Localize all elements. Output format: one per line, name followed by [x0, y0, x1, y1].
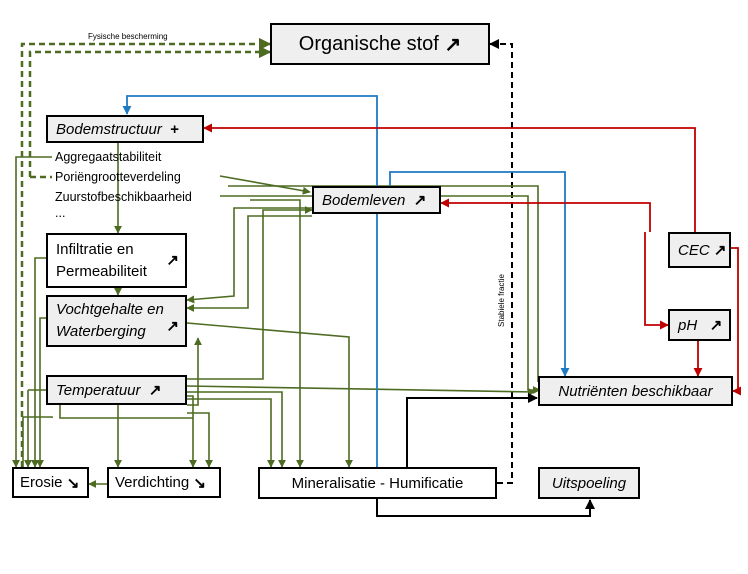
structure-prop-1: Aggregaatstabiliteit: [55, 150, 162, 164]
node-uitspoeling: Uitspoeling: [538, 467, 640, 499]
node-bodemleven-label: Bodemleven: [322, 191, 406, 209]
node-bodemleven: Bodemleven ↗: [312, 186, 441, 214]
node-bodemstructuur-label: Bodemstructuur: [56, 120, 162, 138]
node-organische-stof-label: Organische stof: [298, 32, 439, 55]
node-erosie: Erosie ↘: [12, 467, 89, 498]
node-organische-stof: Organische stof ↗: [270, 23, 490, 65]
edges-green: [12, 143, 541, 488]
node-vochtgehalte-line1: Vochtgehalte en: [56, 301, 164, 318]
node-nutrienten: Nutriënten beschikbaar: [538, 376, 733, 406]
node-nutrienten-label: Nutriënten beschikbaar: [558, 382, 713, 400]
node-mineralisatie-label: Mineralisatie - Humificatie: [291, 474, 464, 492]
node-infiltratie-line2: Permeabiliteit: [56, 262, 147, 280]
decrease-arrow-icon: ↘: [193, 474, 206, 492]
node-mineralisatie: Mineralisatie - Humificatie: [258, 467, 497, 499]
node-verdichting-label: Verdichting: [115, 474, 190, 491]
edges-black: [376, 393, 595, 517]
edges-blue: [122, 95, 570, 467]
plus-icon: +: [170, 120, 179, 138]
node-vochtgehalte-text: Vochtgehalte en Waterberging: [56, 299, 164, 343]
structure-prop-2: Poriëngrootteverdeling: [55, 170, 181, 184]
structure-prop-4: ...: [55, 206, 66, 220]
node-cec-label: CEC: [678, 241, 710, 259]
node-uitspoeling-label: Uitspoeling: [551, 474, 627, 492]
node-temperatuur-label: Temperatuur: [56, 381, 141, 399]
edge-fysische-bescherming: [20, 37, 272, 467]
increase-arrow-icon: ↗: [413, 192, 427, 209]
node-cec: CEC ↗: [668, 232, 731, 268]
edge-label-stabiele-fractie: Stabiele fractie: [496, 274, 506, 327]
node-ph-label: pH: [678, 316, 698, 334]
edges-red: [203, 123, 742, 396]
node-bodemstructuur: Bodemstructuur +: [46, 115, 204, 143]
decrease-arrow-icon: ↘: [66, 474, 80, 492]
increase-arrow-icon: ↗: [148, 382, 162, 399]
node-temperatuur: Temperatuur ↗: [46, 375, 187, 405]
node-infiltratie-text: Infiltratie en Permeabiliteit: [56, 239, 147, 283]
edge-stabiele-fractie: [489, 39, 513, 484]
increase-arrow-icon: ↗: [166, 252, 179, 269]
node-vochtgehalte: Vochtgehalte en Waterberging ↗: [46, 295, 187, 347]
structure-prop-3: Zuurstofbeschikbaarheid: [55, 190, 192, 204]
edge-label-fysische-bescherming: Fysische bescherming: [88, 32, 168, 41]
increase-arrow-icon: ↗: [709, 317, 723, 334]
increase-arrow-icon: ↗: [444, 33, 462, 56]
node-ph: pH ↗: [668, 309, 731, 341]
increase-arrow-icon: ↗: [166, 318, 179, 335]
increase-arrow-icon: ↗: [713, 242, 727, 259]
node-vochtgehalte-line2: Waterberging: [56, 323, 146, 340]
node-infiltratie: Infiltratie en Permeabiliteit ↗: [46, 233, 187, 288]
node-infiltratie-line1: Infiltratie en: [56, 240, 134, 258]
node-verdichting: Verdichting ↘: [107, 467, 221, 498]
node-erosie-label: Erosie: [20, 474, 63, 491]
